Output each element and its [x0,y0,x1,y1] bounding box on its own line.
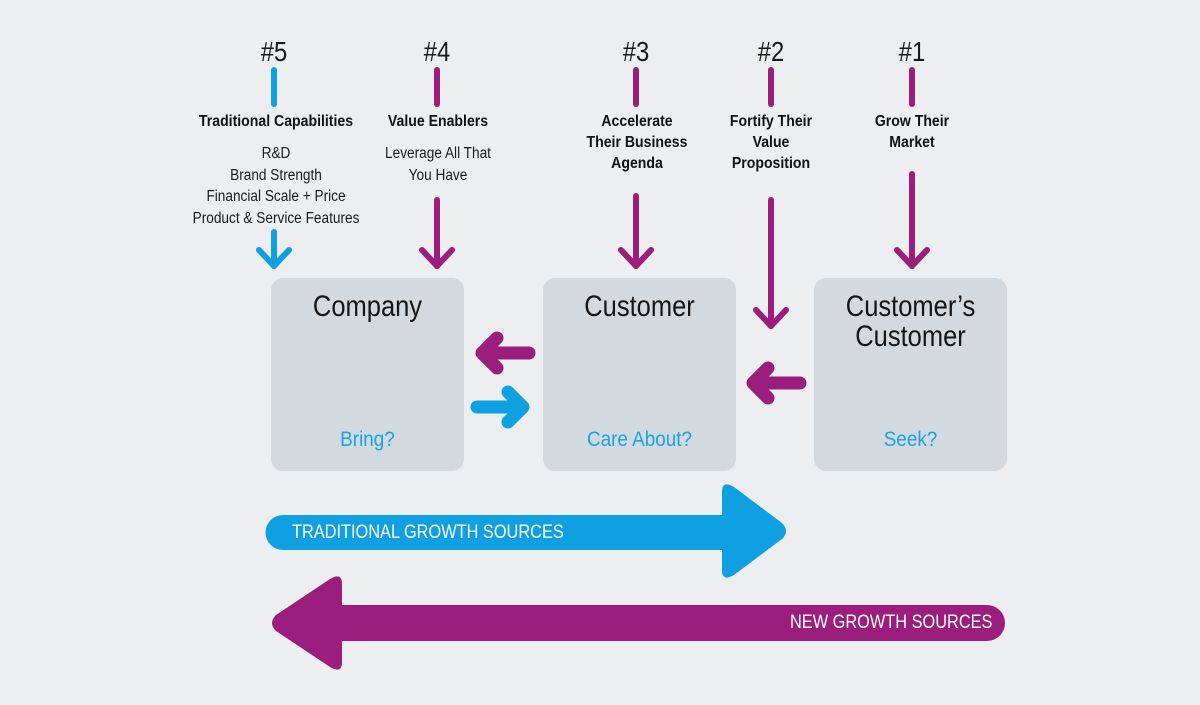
arrow-customers-customer-to-customer [746,361,807,405]
details-value-enablers: Leverage All That You Have [341,143,535,186]
down-arrow-4 [419,197,455,269]
traditional-growth-arrow [265,484,786,578]
number-1: #1 [898,36,926,67]
details-traditional-capabilities: R&D Brand Strength Financial Scale + Pri… [179,143,373,229]
heading-traditional-capabilities: Traditional Capabilities [198,113,354,130]
new-growth-arrow [272,576,1005,670]
customers-customer-question: Seek? [883,428,938,451]
customers-customer-box: Customer’s Customer Seek? [814,278,1007,471]
heading-line: Market [889,134,935,151]
heading-value-enablers: Value Enablers [387,113,489,130]
customer-title: Customer [584,290,695,323]
company-question: Bring? [340,428,395,451]
down-arrow-3 [618,193,654,269]
detail-line: Brand Strength [230,166,322,184]
down-arrow-1 [894,171,930,269]
new-growth-label: NEW GROWTH SOURCES [790,612,993,633]
title-line: Customer’s [845,290,976,323]
detail-line: Leverage All That [385,145,491,162]
detail-line: You Have [408,166,468,184]
down-arrow-5 [256,229,292,269]
customer-question: Care About? [586,428,693,451]
arrow-customer-to-company [475,331,536,375]
detail-line: Product & Service Features [192,209,360,227]
company-title: Company [312,290,423,323]
number-5: #5 [260,36,288,67]
heading-line: Accelerate [601,113,673,130]
number-4: #4 [423,36,451,67]
detail-line: R&D [261,145,291,162]
heading-accelerate-agenda: Accelerate Their Business Agenda [567,111,708,174]
heading-line: Fortify Their [729,113,813,130]
heading-line: Grow Their [874,113,950,130]
down-arrow-2 [753,197,789,329]
heading-fortify-value-proposition: Fortify Their Value Proposition [709,111,832,174]
heading-line: Proposition [731,155,811,172]
heading-line: Agenda [611,155,663,172]
customer-box: Customer Care About? [543,278,736,471]
heading-line: Their Business [586,134,688,151]
heading-grow-their-market: Grow Their Market [850,111,973,153]
title-line: Customer [855,320,966,353]
number-2: #2 [757,36,785,67]
company-box: Company Bring? [271,278,464,471]
heading-line: Value [752,134,790,151]
customers-customer-title: Customer’s Customer [828,292,992,352]
number-3: #3 [622,36,650,67]
arrow-company-to-customer [470,385,530,429]
detail-line: Financial Scale + Price [206,188,346,205]
traditional-growth-label: TRADITIONAL GROWTH SOURCES [292,522,564,543]
